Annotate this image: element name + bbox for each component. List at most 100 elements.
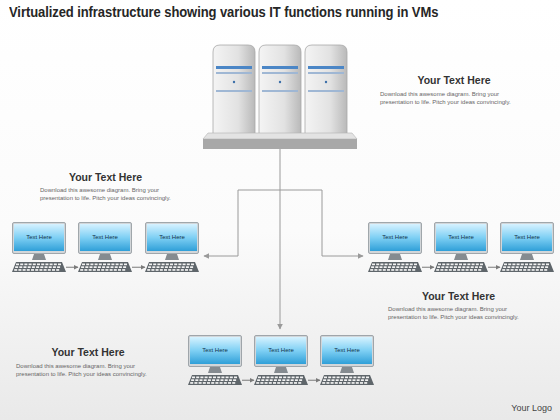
power-led bbox=[233, 81, 235, 83]
keyboard-key bbox=[463, 264, 466, 266]
keyboard-key bbox=[360, 382, 363, 384]
monitor-shape bbox=[78, 222, 132, 274]
text-heading: Your Text Here bbox=[378, 74, 530, 86]
keyboard-key bbox=[533, 266, 536, 268]
keyboard-key bbox=[413, 266, 416, 268]
monitor-stand bbox=[340, 367, 354, 373]
keyboard-key bbox=[440, 269, 443, 271]
keyboard bbox=[500, 262, 554, 272]
monitor-node: Text Here bbox=[12, 222, 66, 274]
keyboard-key bbox=[442, 264, 445, 266]
keyboard-key bbox=[156, 269, 159, 271]
drive-bay bbox=[262, 72, 298, 74]
keyboard-key bbox=[186, 266, 189, 268]
keyboard-key bbox=[82, 264, 85, 266]
keyboard-key bbox=[523, 269, 526, 271]
keyboard-key bbox=[286, 382, 289, 384]
keyboard-key bbox=[95, 264, 98, 266]
keyboard-key bbox=[406, 264, 409, 266]
monitor-shape bbox=[434, 222, 488, 274]
monitor-screen bbox=[370, 224, 420, 251]
keyboard-key bbox=[45, 264, 48, 266]
keyboard-key bbox=[164, 269, 167, 271]
keyboard bbox=[368, 262, 422, 272]
keyboard-key bbox=[374, 269, 377, 271]
monitor-node: Text Here bbox=[254, 335, 308, 387]
monitor-stand bbox=[98, 254, 112, 260]
keyboard-key bbox=[348, 379, 351, 381]
keyboard-key bbox=[20, 264, 23, 266]
server-platform bbox=[203, 139, 357, 149]
keyboard-key bbox=[216, 379, 219, 381]
monitor-shape bbox=[500, 222, 554, 274]
monitor-screen bbox=[502, 224, 552, 251]
keyboard-key bbox=[14, 269, 17, 271]
keyboard bbox=[434, 262, 488, 272]
keyboard-key bbox=[391, 269, 394, 271]
keyboard-key bbox=[189, 269, 192, 271]
keyboard-key bbox=[365, 379, 368, 381]
keyboard-key bbox=[339, 382, 342, 384]
keyboard-key bbox=[172, 269, 175, 271]
text-body: Download this awesome diagram. Bring you… bbox=[40, 186, 175, 202]
keyboard-key bbox=[50, 264, 53, 266]
keyboard-key bbox=[48, 269, 51, 271]
keyboard-key bbox=[106, 266, 109, 268]
keyboard-key bbox=[24, 264, 27, 266]
keyboard-key bbox=[160, 269, 163, 271]
keyboard-key bbox=[516, 266, 519, 268]
keyboard-key bbox=[151, 269, 154, 271]
keyboard-key bbox=[85, 266, 88, 268]
keyboard-key bbox=[340, 379, 343, 381]
keyboard-key bbox=[266, 379, 269, 381]
monitor-shape bbox=[368, 222, 422, 274]
keyboard-key bbox=[323, 379, 326, 381]
keyboard-key bbox=[470, 269, 473, 271]
drive-bay bbox=[308, 66, 344, 69]
keyboard-key bbox=[409, 266, 412, 268]
keyboard-key bbox=[404, 269, 407, 271]
drive-bay bbox=[308, 72, 344, 74]
keyboard-key bbox=[157, 264, 160, 266]
keyboard-key bbox=[157, 266, 160, 268]
keyboard-key bbox=[461, 269, 464, 271]
keyboard-key bbox=[358, 377, 361, 379]
keyboard-key bbox=[41, 264, 44, 266]
keyboard-key bbox=[441, 266, 444, 268]
keyboard-key bbox=[474, 269, 477, 271]
keyboard-key bbox=[174, 264, 177, 266]
keyboard-key bbox=[166, 264, 169, 266]
monitor-stand bbox=[208, 367, 222, 373]
keyboard-key bbox=[353, 377, 356, 379]
screen-text: Text Here bbox=[202, 347, 228, 354]
keyboard-key bbox=[178, 264, 181, 266]
power-led bbox=[325, 81, 327, 83]
keyboard-key bbox=[40, 266, 43, 268]
link-arrow bbox=[132, 267, 145, 268]
keyboard-key bbox=[195, 379, 198, 381]
keyboard-key bbox=[545, 266, 548, 268]
keyboard-key bbox=[502, 269, 505, 271]
keyboard-key bbox=[290, 382, 293, 384]
keyboard-key bbox=[44, 269, 47, 271]
screen-area: Text Here bbox=[14, 224, 64, 251]
keyboard-key bbox=[262, 377, 265, 379]
keyboard-key bbox=[37, 264, 40, 266]
monitor-screen bbox=[147, 224, 197, 251]
keyboard-key bbox=[123, 266, 126, 268]
keyboard-key bbox=[49, 266, 52, 268]
keyboard-key bbox=[57, 266, 60, 268]
drive-bay bbox=[262, 90, 298, 92]
monitor-bezel bbox=[321, 336, 374, 367]
keyboard-key bbox=[200, 377, 203, 379]
keyboard-key bbox=[217, 377, 220, 379]
keyboard-key bbox=[467, 264, 470, 266]
keyboard-key bbox=[45, 266, 48, 268]
keyboard-key bbox=[119, 266, 122, 268]
keyboard-key bbox=[28, 266, 31, 268]
keyboard-key bbox=[273, 382, 276, 384]
keyboard-key bbox=[215, 382, 218, 384]
keyboard-key bbox=[149, 264, 152, 266]
monitor-stand bbox=[388, 254, 402, 260]
screen-text: Text Here bbox=[334, 347, 360, 354]
